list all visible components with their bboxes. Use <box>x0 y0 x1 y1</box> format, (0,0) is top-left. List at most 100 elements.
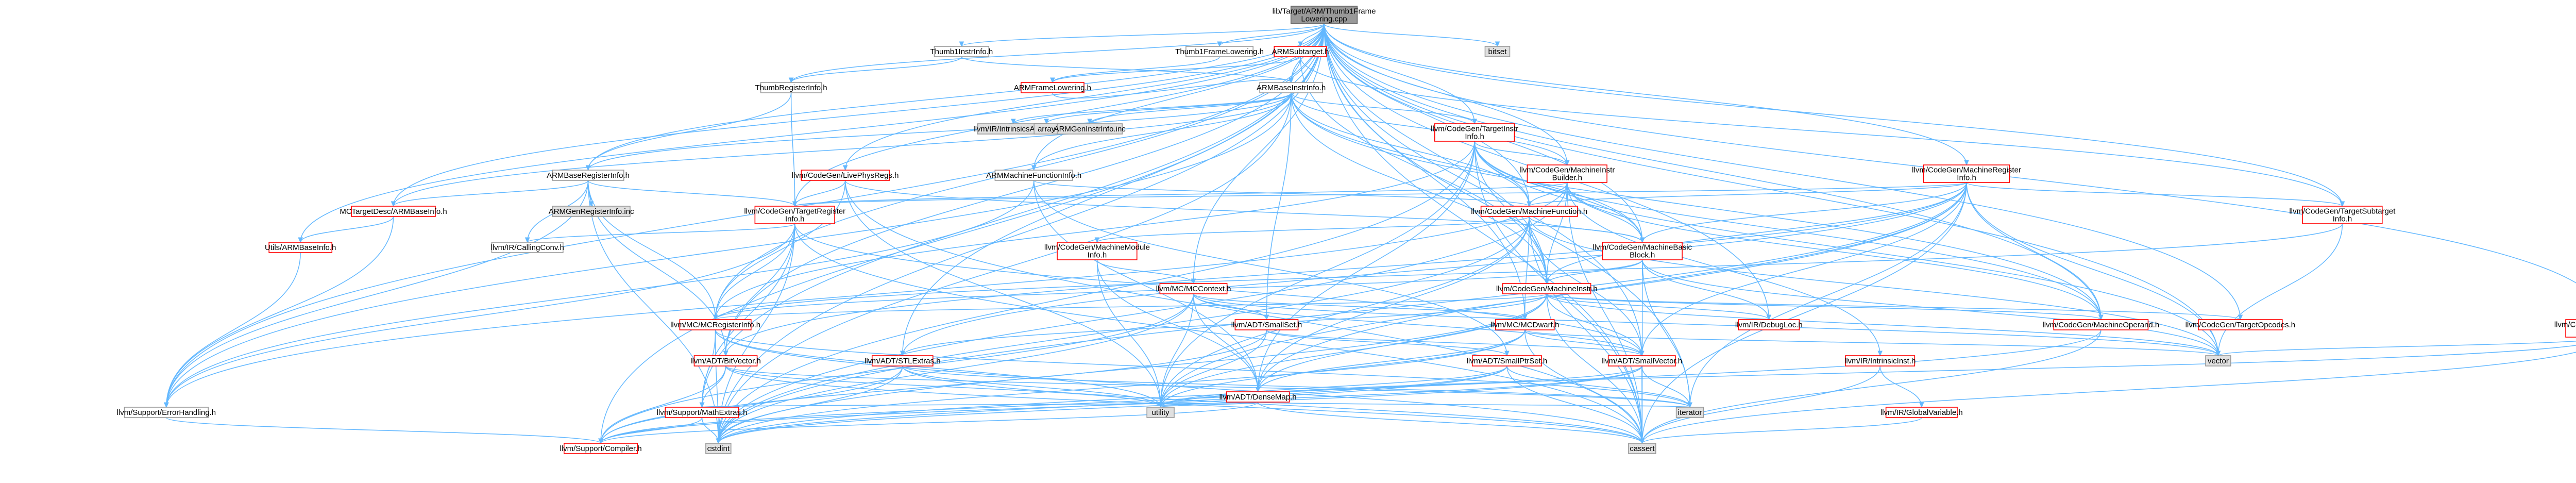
node-smallset[interactable]: llvm/ADT/SmallSet.h <box>1231 319 1302 330</box>
node-label: llvm/IR/IntrinsicInst.h <box>1844 357 1916 365</box>
edge-tgi-to-utility <box>1161 141 1475 407</box>
node-bitvec[interactable]: llvm/ADT/BitVector.h <box>690 355 761 367</box>
edge-mri-to-tsi <box>1966 182 2342 206</box>
edge-tgi-to-mo <box>1474 141 2101 320</box>
edge-smallset-to-utility <box>1161 329 1267 407</box>
node-box <box>1434 123 1515 142</box>
edge-root-to-lpr <box>845 23 1325 170</box>
edge-tri2-to-errh <box>166 223 795 407</box>
node-box <box>1290 6 1358 24</box>
node-label: Info.h <box>1957 174 1976 182</box>
node-box <box>124 407 209 418</box>
node-label: iterator <box>1678 408 1702 417</box>
node-debugloc[interactable]: llvm/IR/DebugLoc.h <box>1735 319 1803 330</box>
node-armbii[interactable]: ARMBaseInstrInfo.h <box>1257 82 1326 93</box>
edge-mcdwarf-to-cassert <box>1524 329 1642 443</box>
node-utility[interactable]: utility <box>1146 407 1175 418</box>
node-root[interactable]: lib/Target/ARM/Thumb1FrameLowering.cpp <box>1273 6 1376 24</box>
edge-mf-to-cassert <box>1529 216 1642 443</box>
node-armgeninstr[interactable]: ARMGenInstrInfo.inc <box>1054 123 1126 135</box>
edge-mri-to-mbb <box>1642 182 1967 242</box>
node-tgop[interactable]: llvm/CodeGen/TargetOpcodes.h <box>2185 319 2295 330</box>
node-intrinsicinst[interactable]: llvm/IR/IntrinsicInst.h <box>1844 355 1916 367</box>
edge-root-to-mcctx <box>1194 23 1325 284</box>
node-t1fl[interactable]: Thumb1FrameLowering.h <box>1175 46 1264 57</box>
node-cstdint[interactable]: cstdint <box>705 443 732 454</box>
edge-tgi-to-mcregi <box>716 141 1475 320</box>
node-box <box>1602 242 1683 260</box>
node-mf[interactable]: llvm/CodeGen/MachineFunction.h <box>1471 206 1587 217</box>
node-mfi[interactable]: llvm/CodeGen/MachineFrameInfo.h <box>2554 319 2576 338</box>
node-mcregi[interactable]: llvm/MC/MCRegisterInfo.h <box>670 319 760 330</box>
node-armbri[interactable]: ARMBaseRegisterInfo.h <box>547 170 630 181</box>
node-compiler[interactable]: llvm/Support/Compiler.h <box>560 443 642 454</box>
node-mctarget[interactable]: MCTargetDesc/ARMBaseInfo.h <box>340 206 447 217</box>
node-box <box>1021 82 1084 93</box>
node-vector[interactable]: vector <box>2205 355 2231 367</box>
edge-mri-to-iterator <box>1690 182 1967 407</box>
node-iterator[interactable]: iterator <box>1675 407 1704 418</box>
edge-armbri-to-mcregi <box>587 180 716 320</box>
node-bitset[interactable]: bitset <box>1484 46 1511 57</box>
node-mi[interactable]: llvm/CodeGen/MachineInstr.h <box>1496 283 1598 294</box>
node-smallvec[interactable]: llvm/ADT/SmallVector.h <box>1601 355 1682 367</box>
edge-mcregi-to-iterator <box>715 329 1690 407</box>
node-tii[interactable]: Thumb1InstrInfo.h <box>930 46 993 57</box>
node-mathext[interactable]: llvm/Support/MathExtras.h <box>657 407 748 418</box>
node-lpr[interactable]: llvm/CodeGen/LivePhysRegs.h <box>792 170 899 181</box>
node-intrarm[interactable]: llvm/IR/IntrinsicsARM.h <box>973 123 1053 135</box>
node-label: bitset <box>1488 47 1507 56</box>
node-armsub[interactable]: ARMSubtarget.h <box>1272 46 1329 57</box>
edge-armbii-to-tgi <box>1291 92 1475 124</box>
edge-mcregi-to-cstdint <box>715 329 719 443</box>
edge-tri2-to-mcregi <box>716 223 795 320</box>
edge-mf-to-mmi <box>1097 216 1530 242</box>
node-box <box>552 206 631 217</box>
node-tri[interactable]: ThumbRegisterInfo.h <box>755 82 827 93</box>
edge-mib-to-cstdint <box>718 182 1568 443</box>
node-armmfi[interactable]: ARMMachineFunctionInfo.h <box>986 170 1081 181</box>
edge-lpr-to-utility <box>844 180 1161 407</box>
node-callconv[interactable]: llvm/IR/CallingConv.h <box>491 242 564 253</box>
edge-armmfi-to-densemap <box>1033 180 1258 392</box>
edge-mcctx-to-cstdint <box>718 293 1194 443</box>
node-box <box>1738 319 1800 330</box>
node-smallptr[interactable]: llvm/ADT/SmallPtrSet.h <box>1467 355 1548 367</box>
edge-mbb-to-debugloc <box>1642 259 1769 320</box>
node-mcctx[interactable]: llvm/MC/MCContext.h <box>1156 283 1231 294</box>
edge-root-to-mctarget <box>394 23 1325 206</box>
edge-root-to-bitvec <box>726 23 1325 356</box>
edge-armbii-to-array <box>1046 92 1292 124</box>
node-box <box>1057 242 1138 260</box>
edge-tsi-to-mcregi <box>716 223 2343 320</box>
node-cassert[interactable]: cassert <box>1628 443 1656 454</box>
edge-tri2-to-cassert <box>794 223 1642 443</box>
edge-armbri-to-tri2 <box>587 180 795 206</box>
node-box <box>2198 319 2283 330</box>
edge-lpr-to-cassert <box>844 180 1642 443</box>
node-mo[interactable]: llvm/CodeGen/MachineOperand.h <box>2042 319 2159 330</box>
node-armfl[interactable]: ARMFrameLowering.h <box>1014 82 1091 93</box>
edge-armsub-to-armfl <box>1053 56 1301 82</box>
edge-smallset-to-smallptr <box>1266 329 1506 356</box>
node-globalvar[interactable]: llvm/IR/GlobalVariable.h <box>1880 407 1963 418</box>
edge-mfi-to-vector <box>2218 341 2576 356</box>
node-densemap[interactable]: llvm/ADT/DenseMap.h <box>1219 391 1297 403</box>
node-errh[interactable]: llvm/Support/ErrorHandling.h <box>117 407 216 418</box>
edge-mf-to-densemap <box>1258 216 1530 392</box>
node-armgenreg[interactable]: ARMGenRegisterInfo.inc <box>549 206 634 217</box>
node-box <box>1226 391 1290 403</box>
edge-mf-to-vector <box>1529 216 2218 356</box>
node-mcdwarf[interactable]: llvm/MC/MCDwarf.h <box>1490 319 1559 330</box>
node-utilsarm[interactable]: Utils/ARMBaseInfo.h <box>265 242 336 253</box>
node-stlextras[interactable]: llvm/ADT/STLExtras.h <box>865 355 941 367</box>
edge-mcregi-to-utility <box>715 329 1161 407</box>
edge-mri-to-mi <box>1547 182 1967 284</box>
